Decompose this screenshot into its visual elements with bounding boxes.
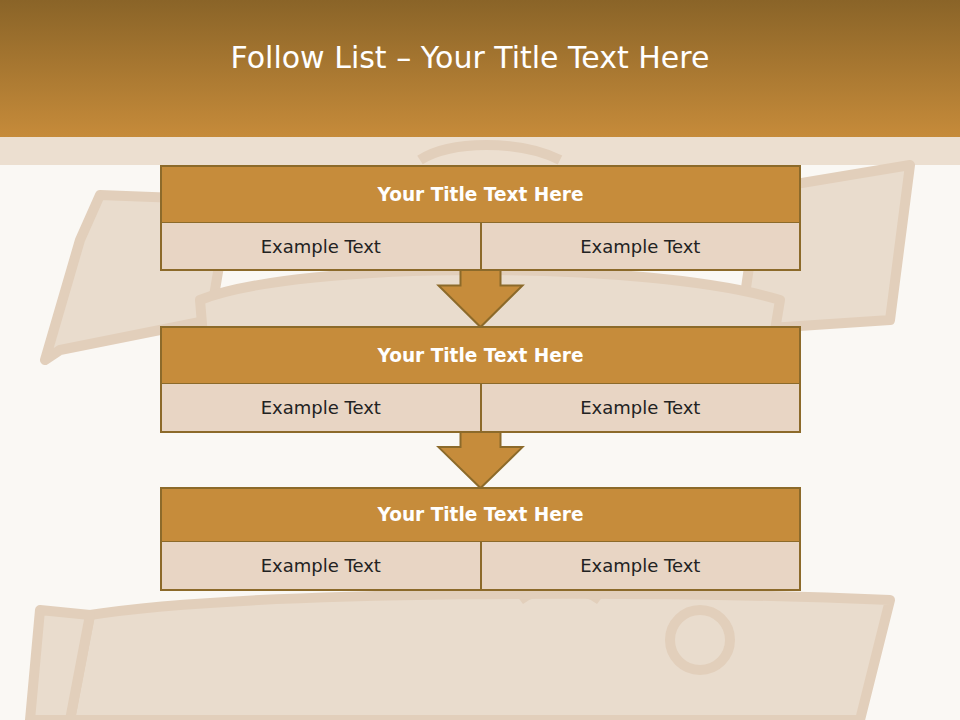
example-cell: Example Text (161, 541, 481, 590)
scroll-illustration (30, 145, 910, 720)
list-group-box: Your Title Text HereExample Text Example … (160, 165, 801, 271)
cell-text: Example Text (261, 555, 381, 576)
example-cell: Example Text (161, 222, 481, 270)
example-cell: Example Text (481, 222, 801, 270)
slide-title: Follow List – Your Title Text Here (0, 40, 940, 75)
flow-arrow (439, 432, 523, 488)
example-cell: Example Text (481, 383, 801, 432)
group-title: Your Title Text Here (162, 504, 799, 525)
group-title: Your Title Text Here (162, 345, 799, 366)
cell-text: Example Text (580, 236, 700, 257)
header-strip (0, 137, 960, 165)
header-bar (0, 0, 960, 137)
group-title: Your Title Text Here (162, 184, 799, 205)
list-group-box: Your Title Text HereExample Text Example … (160, 487, 801, 591)
flow-arrow (439, 270, 523, 327)
cell-text: Example Text (580, 397, 700, 418)
list-group-box: Your Title Text HereExample Text Example … (160, 326, 801, 433)
cell-text: Example Text (261, 397, 381, 418)
cell-text: Example Text (580, 555, 700, 576)
cell-text: Example Text (261, 236, 381, 257)
example-cell: Example Text (481, 541, 801, 590)
example-cell: Example Text (161, 383, 481, 432)
